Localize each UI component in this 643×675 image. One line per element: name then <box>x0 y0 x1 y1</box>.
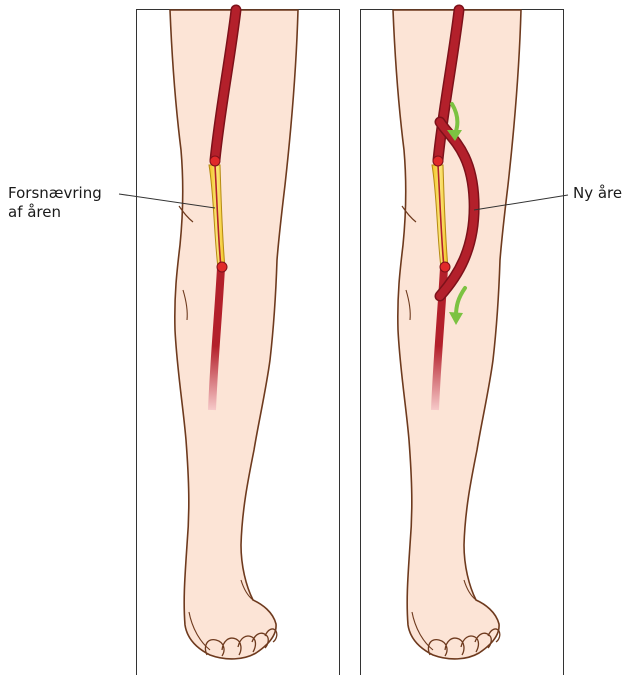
stenosis-label: Forsnævring af åren <box>8 184 102 222</box>
stenosis-end-top-right <box>433 156 443 166</box>
stenosis-end-top <box>210 156 220 166</box>
stenosis-label-line1: Forsnævring <box>8 184 102 203</box>
stenosis-label-line2: af åren <box>8 203 102 222</box>
new-vessel-label: Ny åre <box>573 184 622 203</box>
stenosis-end-bottom-right <box>440 262 450 272</box>
panel-before <box>119 10 340 675</box>
stenosis-end-bottom <box>217 262 227 272</box>
panel-after <box>361 10 569 675</box>
